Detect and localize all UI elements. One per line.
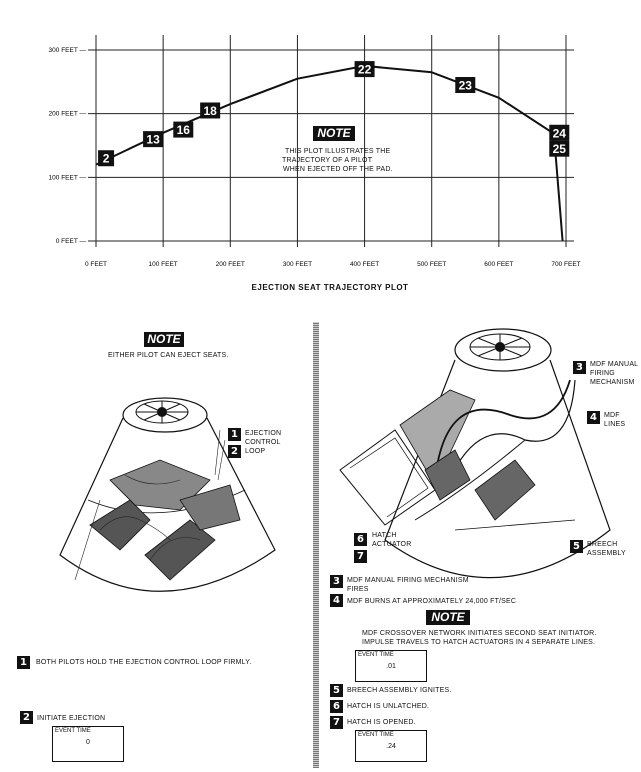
step-badge-3: 3 [330, 575, 343, 588]
trajectory-marker-label: 16 [177, 123, 191, 137]
chart-title: EJECTION SEAT TRAJECTORY PLOT [251, 283, 409, 292]
callout-mechanism: MECHANISM [590, 379, 635, 386]
callout-mdf: MDF [604, 412, 620, 419]
right-note-line-2: IMPULSE TRAVELS TO HATCH ACTUATORS IN 4 … [362, 639, 596, 646]
spacecraft-illustration-left [59, 397, 276, 592]
x-tick-label: 700 FEET [551, 261, 580, 268]
trajectory-marker-16 [173, 121, 194, 138]
y-tick-label: 300 FEET — [49, 47, 87, 54]
callout-lines: LINES [604, 421, 626, 428]
spacecraft-illustration-right [339, 328, 611, 579]
callout-firing: FIRING [590, 370, 615, 377]
event-time-label: EVENT TIME [358, 652, 394, 658]
trajectory-marker-25 [549, 140, 570, 157]
x-tick-label: 300 FEET [283, 261, 312, 268]
y-tick-label: 200 FEET — [49, 111, 87, 118]
callout-label-control: CONTROL [245, 439, 281, 446]
event-time-box-left: EVENT TIME 0 [52, 726, 124, 762]
callout-badge-6: 6 [354, 533, 367, 546]
callout-badge-4: 4 [587, 411, 600, 424]
y-tick-label: 0 FEET — [56, 238, 87, 245]
step-text-5: BREECH ASSEMBLY IGNITES. [347, 687, 452, 694]
step-badge-7: 7 [330, 716, 343, 729]
event-time-box-right-1: EVENT TIME .01 [355, 650, 427, 682]
trajectory-chart: 0 FEET 100 FEET 200 FEET 300 FEET 400 FEET 50… [49, 35, 581, 268]
callout-badge-1: 1 [228, 428, 241, 441]
step-text-2: INITIATE EJECTION [37, 715, 106, 722]
callout-badge-2: 2 [228, 445, 241, 458]
trajectory-marker-label: 24 [553, 126, 567, 140]
step-text-4: MDF BURNS AT APPROXIMATELY 24,000 FT/SEC [347, 598, 517, 605]
x-tick-label: 400 FEET [350, 261, 379, 268]
step-text-3b: FIRES [347, 586, 369, 593]
trajectory-marker-22 [354, 61, 375, 78]
event-time-value: .24 [386, 743, 396, 750]
event-time-value: 0 [86, 739, 90, 746]
step-badge-2: 2 [20, 711, 33, 724]
event-time-label: EVENT TIME [358, 732, 394, 738]
callout-assembly: ASSEMBLY [587, 550, 626, 557]
step-badge-6: 6 [330, 700, 343, 713]
trajectory-marker-label: 2 [103, 152, 110, 166]
trajectory-marker-label: 25 [553, 142, 567, 156]
trajectory-marker-13 [143, 131, 164, 148]
x-tick-label: 100 FEET [149, 261, 178, 268]
callout-breech: BREECH [587, 541, 618, 548]
trajectory-marker-label: 23 [459, 79, 473, 93]
y-tick-label: 100 FEET — [49, 174, 87, 181]
left-note-heading: NOTE [144, 332, 184, 347]
trajectory-marker-18 [200, 102, 221, 119]
x-tick-label: 200 FEET [216, 261, 245, 268]
callout-badge-3: 3 [573, 361, 586, 374]
trajectory-marker-label: 18 [203, 104, 217, 118]
trajectory-marker-2 [98, 150, 115, 167]
step-badge-1: 1 [17, 656, 30, 669]
callout-badge-5: 5 [570, 540, 583, 553]
trajectory-marker-label: 13 [146, 133, 160, 147]
right-note-line-1: MDF CROSSOVER NETWORK INITIATES SECOND S… [362, 630, 597, 637]
step-badge-5: 5 [330, 684, 343, 697]
trajectory-marker-23 [455, 77, 476, 94]
left-note-text: EITHER PILOT CAN EJECT SEATS. [108, 352, 229, 359]
x-tick-label: 500 FEET [417, 261, 446, 268]
chart-note-line-2: TRAJECTORY OF A PILOT [282, 157, 373, 164]
callout-label-ejection: EJECTION [245, 430, 282, 437]
x-tick-label: 600 FEET [484, 261, 513, 268]
chart-note-line-1: THIS PLOT ILLUSTRATES THE [285, 148, 391, 155]
event-time-value: .01 [386, 663, 396, 670]
panel-divider [313, 322, 319, 768]
chart-note-heading: NOTE [313, 126, 355, 141]
event-time-label: EVENT TIME [55, 728, 91, 734]
x-tick-label: 0 FEET [85, 261, 107, 268]
callout-actuator: ACTUATOR [372, 541, 412, 548]
right-note-heading: NOTE [426, 610, 470, 625]
chart-note-line-3: WHEN EJECTED OFF THE PAD. [283, 166, 393, 173]
trajectory-marker-label: 22 [358, 63, 372, 77]
callout-label-loop: LOOP [245, 448, 266, 455]
callout-badge-7: 7 [354, 550, 367, 563]
step-badge-4: 4 [330, 594, 343, 607]
step-text-7: HATCH IS OPENED. [347, 719, 416, 726]
step-text-1: BOTH PILOTS HOLD THE EJECTION CONTROL LO… [36, 659, 252, 666]
step-text-3a: MDF MANUAL FIRING MECHANISM [347, 577, 469, 584]
callout-mdf-manual: MDF MANUAL [590, 361, 639, 368]
step-text-6: HATCH IS UNLATCHED. [347, 703, 430, 710]
trajectory-marker-24 [549, 124, 570, 141]
event-time-box-right-2: EVENT TIME .24 [355, 730, 427, 762]
callout-hatch: HATCH [372, 532, 397, 539]
